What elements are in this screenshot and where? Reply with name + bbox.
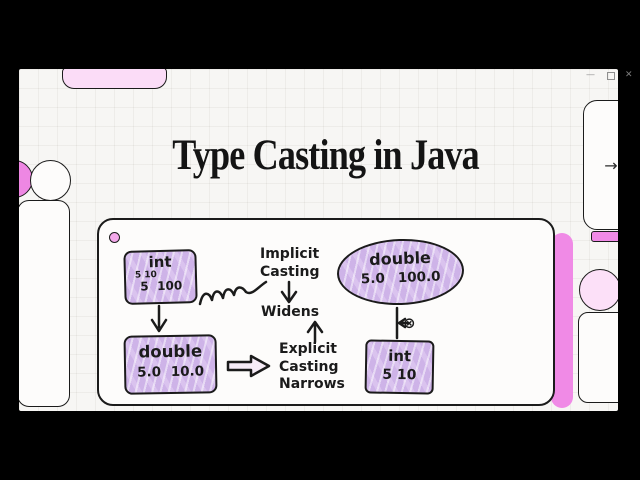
int-box-right-values: 5 10 (382, 366, 417, 384)
widens-note: Widens (261, 304, 320, 320)
maximize-button[interactable] (607, 72, 615, 80)
int-box: int 5 10 5 100 (123, 249, 198, 305)
double-ellipse-values: 5.0 100.0 (360, 268, 441, 288)
int-box-right-label: int (388, 346, 412, 366)
arrow-down-int-to-double (150, 304, 168, 333)
int-box-label: int (148, 252, 172, 272)
int-box-values: 5 100 (140, 278, 183, 294)
slide-canvas: → Type Casting in Java int 5 10 (19, 69, 618, 411)
diagram-connectors (150, 280, 410, 378)
explicit-casting-note: Explicit Casting Narrows (279, 341, 345, 392)
double-box: double 5.0 10.0 (123, 334, 218, 395)
panel-shadow-bar (551, 233, 573, 408)
cast-circle-x-icon: ⊗ (403, 314, 416, 332)
minimize-button[interactable]: — (586, 70, 595, 80)
arrow-left-cast (397, 317, 410, 329)
double-box-label: double (138, 341, 203, 362)
page-title: Type Casting in Java (172, 132, 480, 179)
title-wrap: Type Casting in Java (19, 131, 618, 180)
decor-pink-circle (579, 269, 618, 311)
close-button[interactable]: ✕ (625, 70, 633, 80)
arrow-up-explicit (306, 320, 324, 344)
squiggle-connector (198, 280, 268, 306)
decor-pink-pill (62, 69, 167, 89)
decor-left-rect (19, 200, 70, 407)
arrow-right-icon: → (604, 155, 618, 175)
decor-magenta-piece (591, 231, 618, 242)
arrow-down-implicit (280, 280, 298, 304)
decor-white-circle (30, 160, 71, 201)
int-box-right: int 5 10 (364, 339, 435, 395)
block-arrow-right (226, 354, 271, 378)
next-slide-button[interactable]: → (583, 100, 618, 230)
decor-panel-dot (109, 232, 120, 243)
implicit-casting-note: Implicit Casting (260, 246, 320, 280)
double-ellipse-label: double (368, 247, 432, 270)
decor-right-rect (578, 312, 618, 403)
double-box-values: 5.0 10.0 (136, 363, 205, 381)
diagram-panel: int 5 10 5 100 double 5.0 10.0 Implicit … (97, 218, 555, 406)
